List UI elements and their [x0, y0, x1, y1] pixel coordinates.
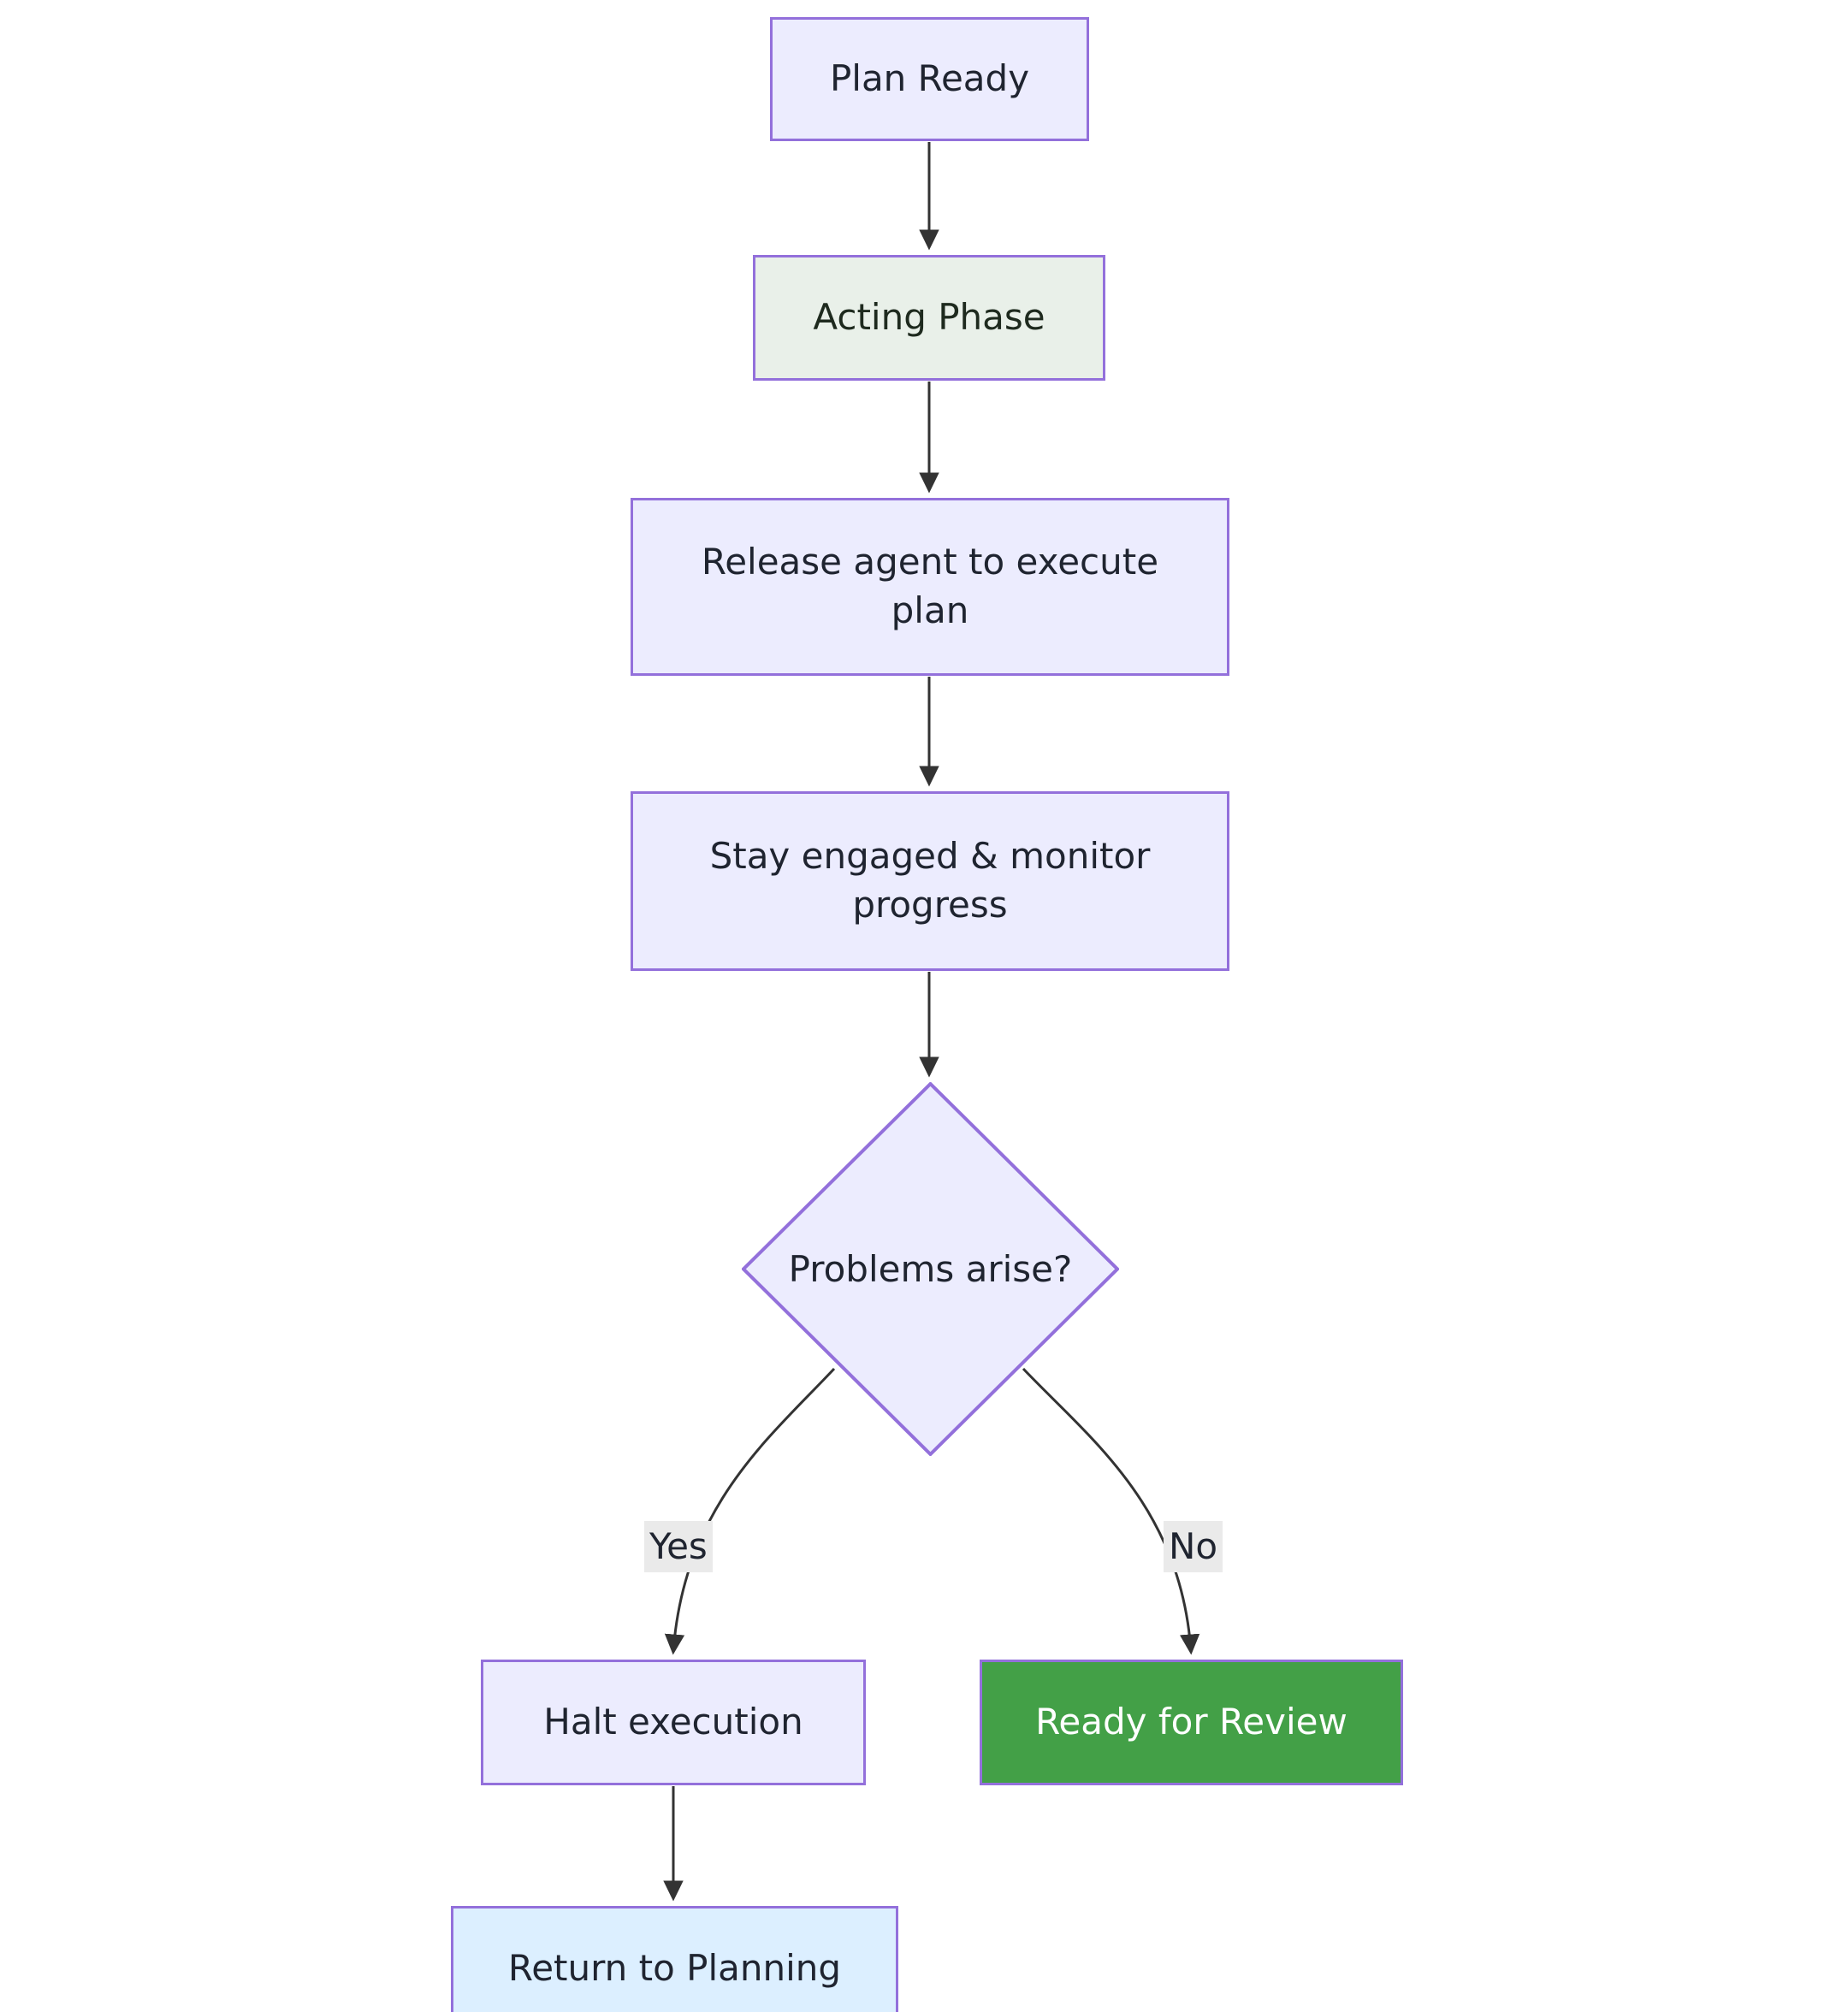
- node-stay-engaged-label: Stay engaged & monitor progress: [709, 835, 1151, 926]
- node-acting-phase-label: Acting Phase: [813, 296, 1045, 339]
- node-plan-ready[interactable]: Plan Ready: [770, 17, 1089, 141]
- node-halt-execution[interactable]: Halt execution: [481, 1660, 866, 1785]
- node-release-agent-label: Release agent to execute plan: [701, 541, 1159, 631]
- node-ready-for-review[interactable]: Ready for Review: [980, 1660, 1403, 1785]
- node-acting-phase[interactable]: Acting Phase: [753, 255, 1105, 381]
- diamond-shape: [742, 1082, 1119, 1456]
- node-problems-arise-label-wrap: Problems arise?: [742, 1082, 1119, 1456]
- node-stay-engaged-monitor-progress[interactable]: Stay engaged & monitor progress: [631, 791, 1229, 971]
- node-return-to-planning[interactable]: Return to Planning: [451, 1906, 898, 2012]
- node-halt-execution-label: Halt execution: [543, 1701, 803, 1743]
- node-problems-arise-label: Problems arise?: [788, 1248, 1073, 1290]
- node-ready-review-label: Ready for Review: [1035, 1701, 1348, 1743]
- node-problems-arise-decision[interactable]: Problems arise?: [742, 1082, 1119, 1456]
- node-plan-ready-label: Plan Ready: [829, 57, 1030, 100]
- edge-label-no: No: [1164, 1521, 1223, 1572]
- edge-label-yes: Yes: [644, 1521, 713, 1572]
- node-return-planning-label: Return to Planning: [507, 1947, 842, 1990]
- node-release-agent-to-execute-plan[interactable]: Release agent to execute plan: [631, 498, 1229, 676]
